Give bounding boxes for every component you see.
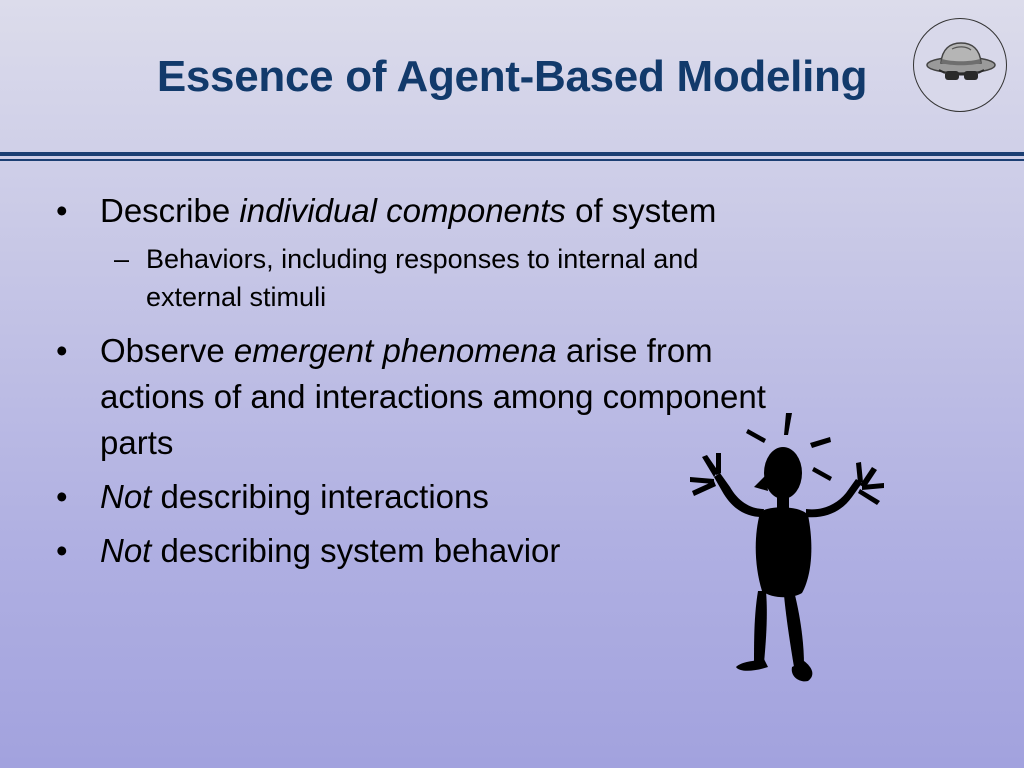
title-divider-thin <box>0 159 1024 161</box>
bullet-list: • Describe individual components of syst… <box>56 188 936 582</box>
bullet-text-pre: Observe <box>100 332 234 369</box>
bullet-text-post: arise from <box>556 332 713 369</box>
bullet-text-line-3: parts <box>100 424 174 461</box>
bullet-dot-icon: • <box>56 478 68 515</box>
bullet-text-emphasis: Not <box>100 532 152 569</box>
subbullet-dash-icon: – <box>114 244 130 274</box>
bullet-text-emphasis: emergent phenomena <box>233 332 557 369</box>
bullet-item-observe-emergent: • Observe emergent phenomena arise from … <box>56 328 936 466</box>
bullet-dot-icon: • <box>56 332 68 369</box>
bullet-text-line-2: actions of and interactions among compon… <box>100 378 766 415</box>
bullet-text-post: describing interactions <box>151 478 489 515</box>
subbullet-item-behaviors: – Behaviors, including responses to inte… <box>56 240 936 316</box>
confused-person-silhouette-icon <box>680 405 900 695</box>
bullet-text-emphasis: Not <box>100 478 152 515</box>
bullet-text-post: describing system behavior <box>151 532 561 569</box>
subbullet-line-1: Behaviors, including responses to intern… <box>146 244 699 274</box>
bullet-item-not-interactions: • Not describing interactions <box>56 474 936 520</box>
bullet-text-post: of system <box>565 192 717 229</box>
spy-hat-glasses-icon <box>913 18 1007 112</box>
bullet-dot-icon: • <box>56 192 68 229</box>
bullet-item-describe-components: • Describe individual components of syst… <box>56 188 936 234</box>
bullet-text-pre: Describe <box>100 192 240 229</box>
subbullet-line-2: external stimuli <box>146 282 327 312</box>
title-divider-thick <box>0 152 1024 156</box>
bullet-item-not-system-behavior: • Not describing system behavior <box>56 528 936 574</box>
bullet-text-emphasis: individual components <box>239 192 566 229</box>
slide-title: Essence of Agent-Based Modeling <box>156 52 868 101</box>
bullet-dot-icon: • <box>56 532 68 569</box>
